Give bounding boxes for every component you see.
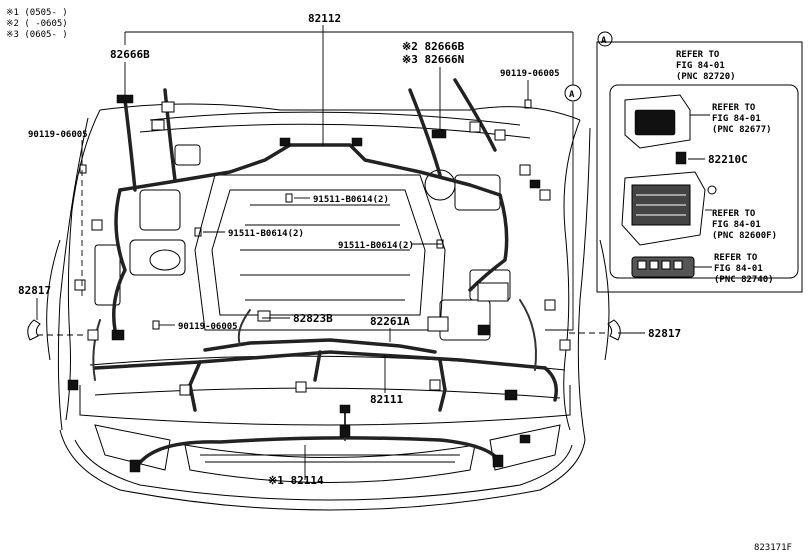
- inset-ref4-line3: (PNC 82740): [714, 275, 774, 285]
- leader-lines: [36, 25, 705, 480]
- inset-ref4-line1: REFER TO: [714, 253, 758, 263]
- inset-ref3-line2: FIG 84-01: [712, 220, 761, 230]
- figure-code: 823171F: [754, 543, 792, 553]
- label-91511-b0614-a: 91511-B0614(2): [313, 195, 389, 205]
- label-82823b: 82823B: [293, 312, 333, 325]
- label-82817-left: 82817: [18, 284, 51, 297]
- part-labels: 82112 82666B ※2 82666B ※3 82666N 90119-0…: [18, 12, 792, 553]
- inset-ref1-line3: (PNC 82720): [676, 72, 736, 82]
- inset-ref2-line1: REFER TO: [712, 103, 756, 113]
- label-90119-06005-top: 90119-06005: [500, 69, 560, 79]
- vehicle-body-outline: [46, 103, 610, 511]
- label-82666n: ※3 82666N: [402, 53, 464, 66]
- bolts: [79, 99, 532, 330]
- inset-tag: A: [601, 36, 607, 46]
- label-91511-b0614-c: 91511-B0614(2): [338, 241, 414, 251]
- note-2: ※2 ( -0605): [6, 19, 68, 29]
- label-90119-06005-mid: 90119-06005: [178, 322, 238, 332]
- label-82666b-right: ※2 82666B: [402, 40, 465, 53]
- label-82261a: 82261A: [370, 315, 410, 328]
- clamp-82817-left-icon: [27, 319, 41, 341]
- relay-block-82677: [624, 94, 710, 149]
- label-82112: 82112: [308, 12, 341, 25]
- relay-82210c-icon: [675, 151, 687, 165]
- label-82210c: 82210C: [708, 153, 748, 166]
- inset-ref2-line2: FIG 84-01: [712, 114, 761, 124]
- note-1: ※1 (0505- ): [6, 8, 68, 18]
- inset-ref3-line1: REFER TO: [712, 209, 756, 219]
- label-82111: 82111: [370, 393, 403, 406]
- junction-block-82600f: [621, 171, 717, 246]
- callout-a-label: A: [569, 90, 575, 100]
- note-3: ※3 (0605- ): [6, 30, 68, 40]
- label-91511-b0614-b: 91511-B0614(2): [228, 229, 304, 239]
- inset-ref2-line3: (PNC 82677): [712, 125, 772, 135]
- inset-ref1-line1: REFER TO: [676, 50, 720, 60]
- callout-a: A: [564, 84, 582, 102]
- inset-ref3-line3: (PNC 82600F): [712, 231, 777, 241]
- label-82114: ※1 82114: [268, 474, 324, 487]
- connector-block-82740: [631, 256, 712, 278]
- dashed-leaders: [37, 170, 605, 336]
- harness-connectors: [67, 94, 571, 473]
- label-90119-06005-left: 90119-06005: [28, 130, 88, 140]
- inset-ref1-line2: FIG 84-01: [676, 61, 725, 71]
- inset-view-a: A REFER TO FIG 84-01 (PNC 82720) REFER T…: [596, 31, 803, 293]
- revision-notes: ※1 (0505- ) ※2 ( -0605) ※3 (0605- ): [6, 8, 68, 40]
- label-82817-right: 82817: [648, 327, 681, 340]
- clamp-82817-right-icon: [607, 319, 621, 341]
- engine-wire-harness: [92, 78, 558, 472]
- label-82666b-left: 82666B: [110, 48, 150, 61]
- inset-ref4-line2: FIG 84-01: [714, 264, 763, 274]
